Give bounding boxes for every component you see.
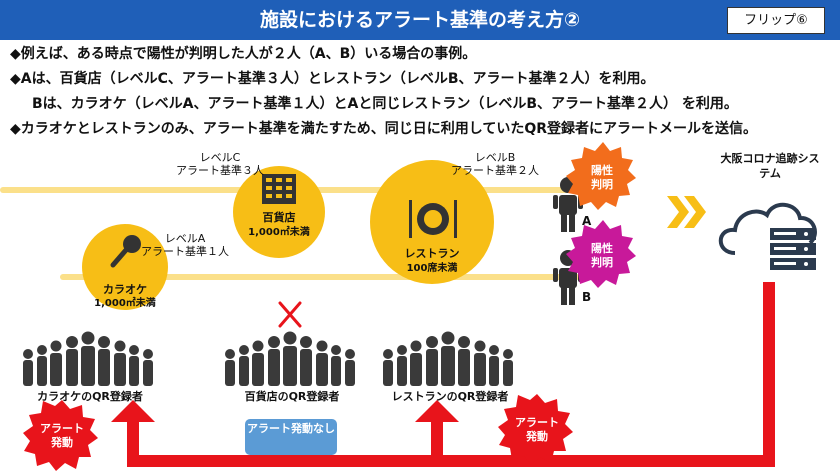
plate-cutlery-icon — [409, 200, 457, 238]
crowd-restaurant-icon — [383, 331, 513, 386]
red-alert-arrows — [111, 282, 775, 467]
karaoke-level: レベルA アラート基準１人 — [140, 232, 230, 258]
page-title: 施設におけるアラート基準の考え方② — [259, 9, 581, 31]
restaurant-group-label: レストランのQR登録者 — [391, 390, 509, 403]
department-level-text: レベルC — [199, 151, 241, 164]
crowd-karaoke-icon — [23, 331, 153, 386]
crowd-department-icon — [225, 331, 355, 386]
restaurant-name: レストラン — [404, 247, 460, 260]
restaurant-size: 100席未満 — [406, 263, 458, 274]
positive-badge-b: 陽性判明 — [591, 242, 613, 269]
alert-fired-right: アラート発動 — [515, 416, 559, 443]
bullet-4: ◆カラオケとレストランのみ、アラート基準を満たすため、同じ日に利用していたQR登… — [10, 121, 758, 137]
department-size: 1,000㎡未満 — [248, 227, 310, 238]
cross-icon — [278, 301, 302, 328]
positive-burst-b — [566, 220, 636, 288]
person-a-label: A — [582, 214, 592, 228]
department-criterion: アラート基準３人 — [176, 164, 264, 177]
person-b-label: B — [582, 290, 592, 304]
alert-fired-left: アラート発動 — [40, 422, 84, 449]
positive-burst-a — [566, 142, 636, 210]
explanation-bullets: ◆例えば、ある時点で陽性が判明した人が２人（A、B）いる場合の事例。 ◆Aは、百… — [10, 42, 840, 142]
karaoke-level-text: レベルA — [164, 232, 206, 245]
alert-burst-left — [23, 400, 98, 471]
microphone-icon — [110, 235, 141, 268]
system-name: 大阪コロナ追跡システム — [720, 152, 820, 180]
title-bar — [0, 0, 840, 40]
karaoke-group-label: カラオケのQR登録者 — [37, 390, 143, 403]
karaoke-circle — [82, 224, 168, 310]
bullet-2: ◆Aは、百貨店（レベルC、アラート基準３人）とレストラン（レベルB、アラート基準… — [10, 71, 655, 87]
department-name: 百貨店 — [262, 211, 296, 224]
restaurant-criterion: アラート基準２人 — [451, 164, 539, 177]
restaurant-level-text: レベルB — [474, 151, 516, 164]
department-group-label: 百貨店のQR登録者 — [244, 390, 340, 403]
bullet-3: Bは、カラオケ（レベルA、アラート基準１人）とAと同じレストラン（レベルB、アラ… — [32, 96, 738, 112]
building-icon — [262, 174, 296, 204]
cloud-server-icon — [718, 202, 817, 270]
bullet-1: ◆例えば、ある時点で陽性が判明した人が２人（A、B）いる場合の事例。 — [10, 46, 477, 62]
department-level: レベルC アラート基準３人 — [175, 151, 265, 177]
karaoke-size: 1,000㎡未満 — [94, 298, 156, 309]
alert-burst-right — [498, 394, 573, 465]
chevron-right-icon — [667, 196, 706, 228]
no-alert-box: アラート発動なし — [245, 419, 337, 455]
flip-label: フリップ⑥ — [727, 7, 825, 34]
positive-badge-a: 陽性判明 — [591, 164, 613, 191]
karaoke-criterion: アラート基準１人 — [141, 245, 229, 258]
karaoke-name: カラオケ — [103, 283, 147, 296]
restaurant-level: レベルB アラート基準２人 — [450, 151, 540, 177]
